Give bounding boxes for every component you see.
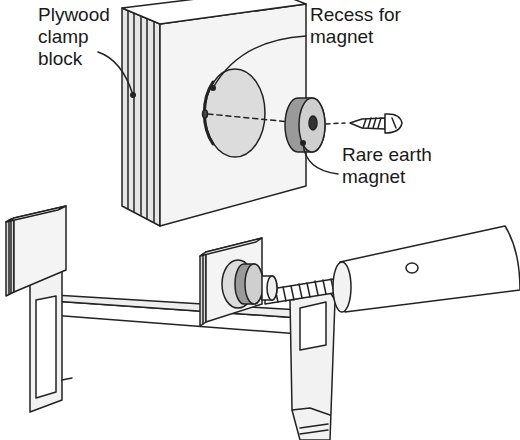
movable-clamp-block-part	[202, 254, 204, 324]
leader-line	[98, 36, 338, 174]
plywood-block	[122, 0, 306, 226]
fixed-clamp-block-part	[10, 219, 12, 293]
swivel-pad-magnet-part	[262, 276, 277, 300]
fixed-clamp-block-part	[6, 206, 66, 222]
wood-screw-part	[326, 123, 345, 124]
fixed-jaw-part	[36, 296, 56, 398]
clamp-handle-part	[333, 262, 351, 312]
part-label: Plywood clamp block	[38, 4, 104, 70]
plywood-block-part	[127, 11, 129, 209]
leader-line-part	[130, 92, 136, 98]
fixed-jaw	[30, 262, 72, 412]
movable-clamp-block-part	[200, 238, 262, 256]
swivel-pad-magnet-part	[245, 264, 263, 304]
clamp-screw-part	[275, 279, 334, 302]
clamp-handle-part	[406, 263, 418, 273]
plywood-block-part	[122, 8, 160, 226]
plywood-block-part	[140, 16, 142, 215]
sliding-head-part	[292, 408, 330, 415]
fixed-clamp-block-part	[8, 220, 10, 294]
sliding-head	[290, 292, 335, 440]
fixed-clamp-block-part	[6, 218, 14, 296]
clamp-handle-part	[338, 226, 520, 312]
plywood-block-part	[122, 0, 306, 24]
swivel-pad-magnet-part	[267, 276, 277, 300]
swivel-pad-magnet-part	[235, 264, 263, 304]
part-label: Rare earth magnet	[342, 144, 462, 188]
plywood-block-part	[153, 21, 155, 222]
wood-screw-part	[363, 118, 381, 128]
part-label: Recess for magnet	[310, 4, 420, 48]
movable-clamp-block-part	[200, 252, 206, 326]
sliding-head-part	[300, 302, 326, 350]
leader-line-part	[98, 52, 133, 95]
movable-clamp-block	[200, 238, 262, 326]
leader-line-part	[303, 143, 338, 174]
wood-screw-part	[350, 118, 385, 129]
rare-earth-magnet-part	[285, 98, 325, 152]
clamp-handle	[333, 226, 520, 312]
leader-line-part	[213, 36, 306, 88]
fixed-jaw-part	[62, 378, 72, 380]
magnet-recess	[203, 69, 266, 157]
axis-dashed-line-part	[208, 114, 290, 122]
wood-screw	[326, 114, 402, 133]
plywood-block-part	[160, 4, 306, 226]
magnet-recess-part	[203, 110, 208, 118]
wood-screw-part	[392, 118, 396, 128]
swivel-pad-magnet	[235, 264, 277, 304]
axis-dashed-line	[208, 114, 290, 122]
fixed-jaw-part	[30, 262, 62, 412]
sliding-head-part	[290, 292, 335, 440]
plywood-block-part	[133, 13, 135, 212]
wood-screw-part	[385, 114, 402, 133]
plywood-block-part	[146, 19, 148, 219]
rare-earth-magnet	[285, 98, 325, 152]
sliding-head-part	[300, 424, 328, 434]
fixed-clamp-block	[6, 206, 66, 296]
magnet-recess-part	[205, 69, 265, 157]
rare-earth-magnet-part	[309, 116, 317, 130]
